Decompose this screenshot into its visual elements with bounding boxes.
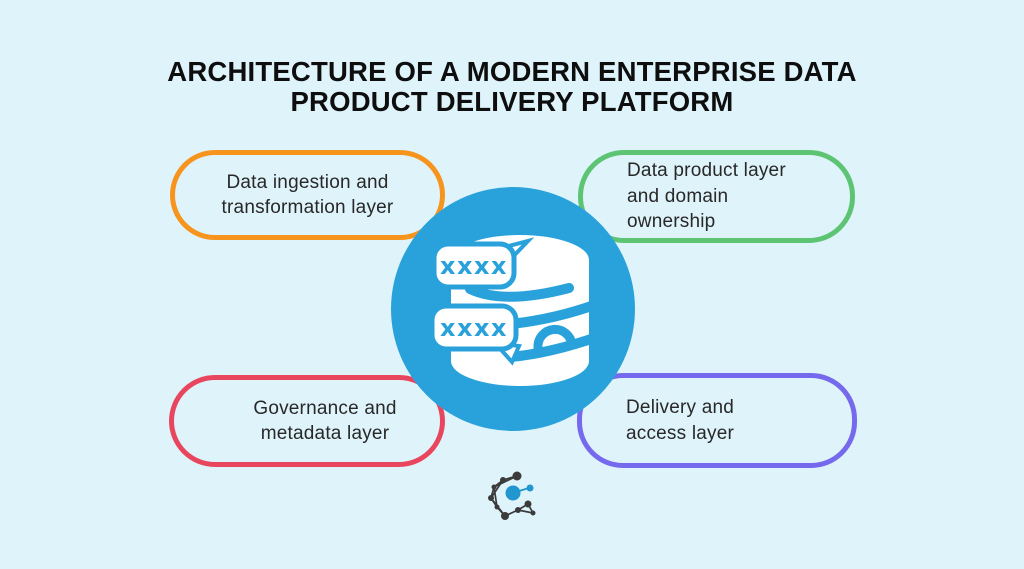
box-label-line: Governance and <box>253 397 397 419</box>
box-label-line: metadata layer <box>260 423 390 444</box>
page-title-line-2: PRODUCT DELIVERY PLATFORM <box>290 86 734 117</box>
box-label-line: ownership <box>627 211 716 233</box>
tag-text-bottom: xxxx <box>440 314 508 342</box>
box-label-line: transformation layer <box>221 197 394 218</box>
box-label-line: Data ingestion and <box>226 171 389 193</box>
box-delivery-access-layer: Delivery and access layer <box>577 373 857 468</box>
page-title-line-1: ARCHITECTURE OF A MODERN ENTERPRISE DATA <box>167 56 857 87</box>
tag-text-top: xxxx <box>440 252 508 280</box>
logo-accent-node <box>505 485 521 501</box>
box-label-line: and domain <box>627 185 729 207</box>
logo-accent-satellite-node <box>526 484 534 492</box>
network-graph-logo <box>488 471 536 520</box>
logo-dark-nodes <box>488 471 536 520</box>
page-title: ARCHITECTURE OF A MODERN ENTERPRISE DATA… <box>0 57 1024 117</box>
box-governance-metadata-layer: Governance and metadata layer <box>169 375 445 467</box>
box-label-line: Delivery and <box>626 397 735 418</box>
box-label-line: access layer <box>626 422 734 444</box>
box-data-ingestion-transformation-layer: Data ingestion and transformation layer <box>170 150 445 240</box>
database-with-label-tags-icon: xxxx xxxx <box>391 187 635 431</box>
box-label-line: Data product layer <box>627 160 786 182</box>
box-data-product-layer-domain-ownership: Data product layer and domain ownership <box>578 150 855 243</box>
